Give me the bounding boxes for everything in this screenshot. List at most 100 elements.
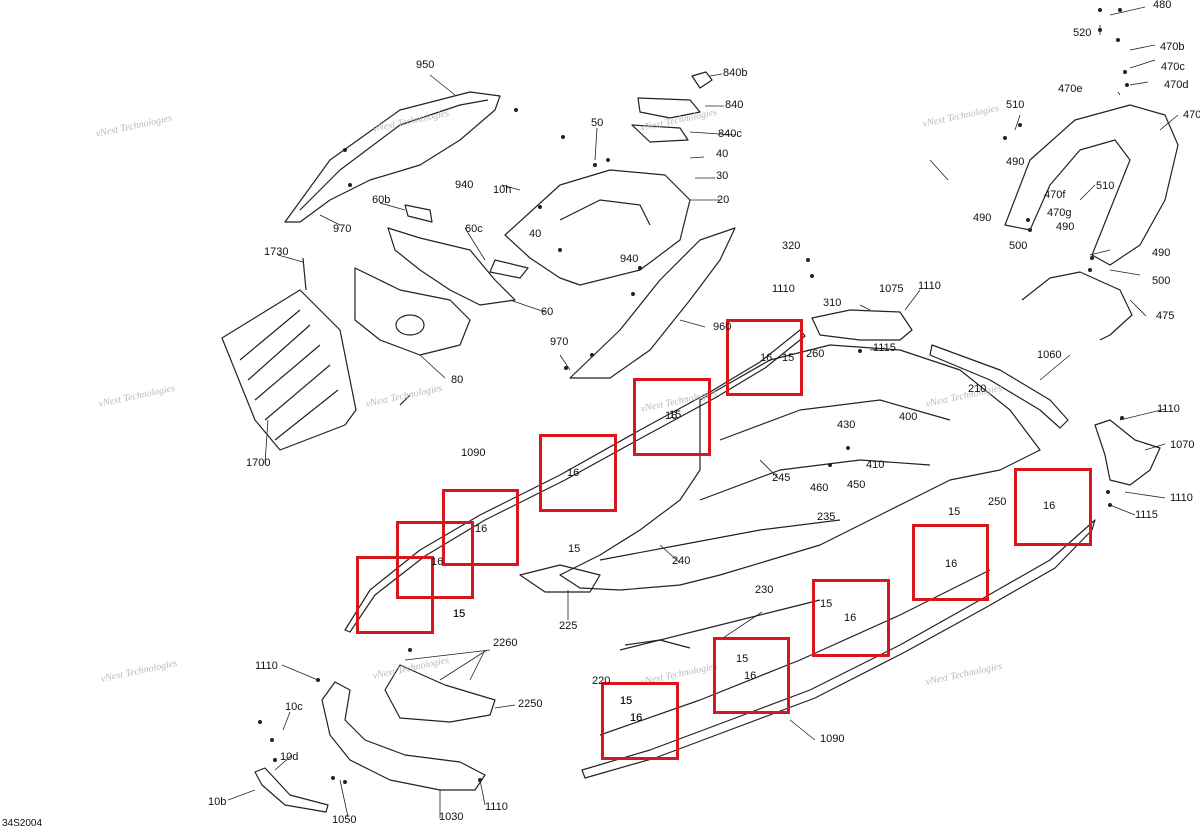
part-label: 970 — [333, 223, 352, 235]
part-80-bin-shape — [354, 267, 471, 356]
part-label: 15 — [620, 695, 633, 707]
part-label: 10d — [280, 751, 299, 763]
part-label: 16 — [744, 670, 757, 682]
highlight-box — [633, 378, 711, 456]
part-label: 450 — [847, 479, 866, 491]
part-label: 1110 — [485, 801, 508, 813]
part-950-shape — [284, 91, 501, 223]
part-1730-shape — [302, 257, 307, 291]
part-label: 500 — [1152, 275, 1171, 287]
part-label: 15 — [568, 543, 581, 555]
part-label: 10h — [493, 184, 512, 196]
part-label: 470b — [1160, 41, 1185, 53]
part-label: 470g — [1047, 207, 1072, 219]
part-1700-mat-shape — [221, 289, 357, 451]
part-960-shape — [569, 227, 736, 379]
part-label: 490 — [1152, 247, 1171, 259]
part-label: 15 — [620, 695, 633, 707]
part-label: 1110 — [772, 283, 795, 295]
part-1070-shape — [1094, 419, 1161, 486]
part-label: 310 — [823, 297, 842, 309]
part-label: 225 — [559, 620, 578, 632]
part-label: 16 — [630, 712, 643, 724]
part-label: 470f — [1044, 189, 1066, 201]
part-label: 1090 — [820, 733, 845, 745]
part-label: 50 — [591, 117, 604, 129]
highlight-box — [812, 579, 890, 657]
part-label: 1060 — [1037, 349, 1062, 361]
part-label: 80 — [451, 374, 464, 386]
highlight-box — [442, 489, 519, 566]
highlight-box — [713, 637, 790, 714]
part-label: 16 — [630, 712, 643, 724]
part-label: 15 — [820, 598, 833, 610]
part-label: 470 — [1183, 109, 1200, 121]
part-label: 940 — [620, 253, 639, 265]
part-840c-shape — [631, 124, 689, 143]
part-label: 480 — [1153, 0, 1172, 11]
part-label: 1075 — [879, 283, 904, 295]
part-label: 510 — [1096, 180, 1115, 192]
part-1090-rail-lower-shape — [581, 519, 1096, 779]
part-label: 490 — [1056, 221, 1075, 233]
part-label: 2260 — [493, 637, 518, 649]
part-label: 2250 — [518, 698, 543, 710]
part-label: 470e — [1058, 83, 1083, 95]
part-label: 1110 — [1157, 403, 1180, 415]
part-840b-shape — [691, 71, 713, 89]
part-label: 16 — [760, 352, 773, 364]
part-label: 1030 — [439, 811, 464, 823]
part-225-shape — [519, 564, 601, 593]
part-10b-shape — [254, 767, 329, 813]
part-label: 16 — [431, 556, 444, 568]
part-label: 235 — [817, 511, 836, 523]
part-label: 1115 — [873, 342, 896, 354]
part-label: 15 — [669, 409, 682, 421]
part-label: 260 — [806, 348, 825, 360]
part-label: 490 — [1006, 156, 1025, 168]
part-label: 16 — [475, 523, 488, 535]
highlight-box — [1014, 468, 1092, 546]
part-label: 220 — [592, 675, 611, 687]
part-label: 60c — [465, 223, 483, 235]
part-20-seat-base-shape — [504, 169, 691, 286]
part-label: 60b — [372, 194, 391, 206]
part-label: 840c — [718, 128, 742, 140]
main-deck-shape — [559, 344, 1041, 591]
part-label: 10c — [285, 701, 303, 713]
part-label: 1110 — [1170, 492, 1193, 504]
part-label: 1110 — [255, 660, 278, 672]
part-label: 15 — [453, 608, 466, 620]
part-label: 470d — [1164, 79, 1189, 91]
part-label: 1090 — [461, 447, 486, 459]
part-label: 490 — [973, 212, 992, 224]
part-label: 475 — [1156, 310, 1175, 322]
part-label: 15 — [453, 608, 466, 620]
part-label: 210 — [968, 383, 987, 395]
part-label: 410 — [866, 459, 885, 471]
part-840-shape — [637, 97, 701, 119]
part-label: 40 — [529, 228, 542, 240]
part-label: 970 — [550, 336, 569, 348]
part-label: 950 — [416, 59, 435, 71]
part-label: 940 — [455, 179, 474, 191]
part-label: 960 — [713, 321, 732, 333]
part-1075-shape — [811, 309, 913, 341]
highlight-box — [601, 682, 679, 760]
part-label: 15 — [782, 352, 795, 364]
part-label: 520 — [1073, 27, 1092, 39]
part-label: 10b — [208, 796, 227, 808]
part-label: 245 — [772, 472, 791, 484]
part-label: 510 — [1006, 99, 1025, 111]
part-label: 16 — [665, 410, 678, 422]
part-label: 840b — [723, 67, 748, 79]
highlight-box — [912, 524, 989, 601]
part-label: 16 — [844, 612, 857, 624]
part-label: 460 — [810, 482, 829, 494]
part-label: 30 — [716, 170, 729, 182]
part-1060-rail-shape — [929, 344, 1069, 429]
part-label: 430 — [837, 419, 856, 431]
part-label: 840 — [725, 99, 744, 111]
